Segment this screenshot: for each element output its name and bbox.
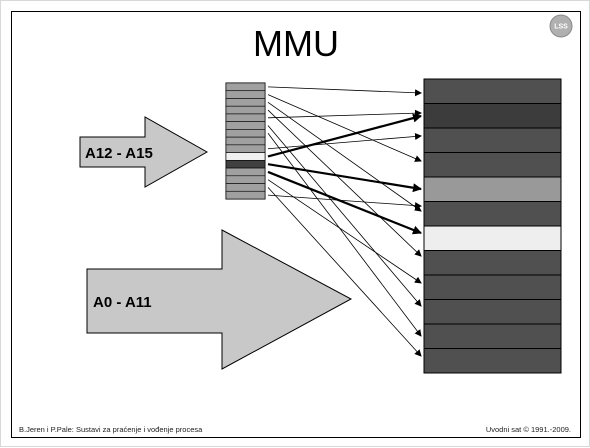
mapping-arrow bbox=[267, 109, 422, 119]
mapping-arrow bbox=[267, 187, 422, 357]
mapping-arrow bbox=[267, 94, 422, 162]
logo-text: LSS bbox=[554, 24, 568, 31]
mapping-arrow bbox=[267, 102, 422, 212]
mapping-arrow bbox=[267, 125, 422, 307]
memory-frame bbox=[423, 348, 562, 374]
page-table-entry bbox=[225, 183, 266, 192]
lss-logo-icon: LSS bbox=[549, 14, 573, 38]
page-table-entry bbox=[225, 144, 266, 153]
memory-frame bbox=[423, 299, 562, 325]
page-table-entry bbox=[225, 82, 266, 92]
page-table-entry bbox=[225, 113, 266, 122]
lower-address-label: A0 - A11 bbox=[93, 294, 152, 311]
memory-frame bbox=[423, 250, 562, 276]
active-mapping-arrow bbox=[267, 163, 422, 193]
memory-frame bbox=[423, 78, 562, 104]
upper-address-arrow: A12 - A15 bbox=[79, 116, 209, 188]
active-mapping-arrow bbox=[267, 170, 422, 235]
memory-frame bbox=[423, 127, 562, 153]
page-table-entry bbox=[225, 190, 266, 200]
page-table-entry bbox=[225, 129, 266, 138]
memory-frame bbox=[423, 103, 562, 129]
mapping-arrow bbox=[267, 86, 422, 97]
page-table-entry bbox=[225, 121, 266, 130]
page-table-entry bbox=[225, 136, 266, 146]
page-table-entry bbox=[225, 98, 266, 107]
footer-right: Uvodni sat © 1991.-2009. bbox=[485, 425, 571, 434]
mapping-arrow bbox=[267, 194, 422, 210]
page-table-entry bbox=[225, 152, 266, 161]
memory-frame bbox=[423, 201, 562, 227]
physical-memory bbox=[423, 78, 562, 374]
mapping-arrow bbox=[267, 133, 422, 337]
mapping-arrows bbox=[267, 86, 422, 357]
active-mapping-arrow bbox=[267, 113, 422, 158]
memory-frame bbox=[423, 152, 562, 178]
page-table-entry bbox=[225, 160, 266, 169]
page-table-entry bbox=[225, 175, 266, 184]
mapping-arrow bbox=[267, 109, 422, 257]
memory-frame bbox=[423, 323, 562, 349]
memory-frame bbox=[423, 225, 562, 251]
page-table-entry bbox=[225, 167, 266, 177]
page-table-entry bbox=[225, 105, 266, 115]
lower-address-arrow: A0 - A11 bbox=[86, 229, 353, 370]
lower-address-arrow-shape bbox=[86, 229, 353, 370]
mapping-arrow bbox=[267, 133, 422, 150]
upper-address-arrow-shape bbox=[79, 116, 209, 188]
page-table-entry bbox=[225, 90, 266, 99]
page-table bbox=[225, 82, 266, 200]
memory-frame bbox=[423, 274, 562, 300]
footer-left: B.Jeren i P.Pale: Sustavi za praćenje i … bbox=[19, 425, 203, 434]
upper-address-label: A12 - A15 bbox=[85, 145, 153, 162]
memory-frame bbox=[423, 176, 562, 202]
slide-title: MMU bbox=[253, 23, 339, 64]
